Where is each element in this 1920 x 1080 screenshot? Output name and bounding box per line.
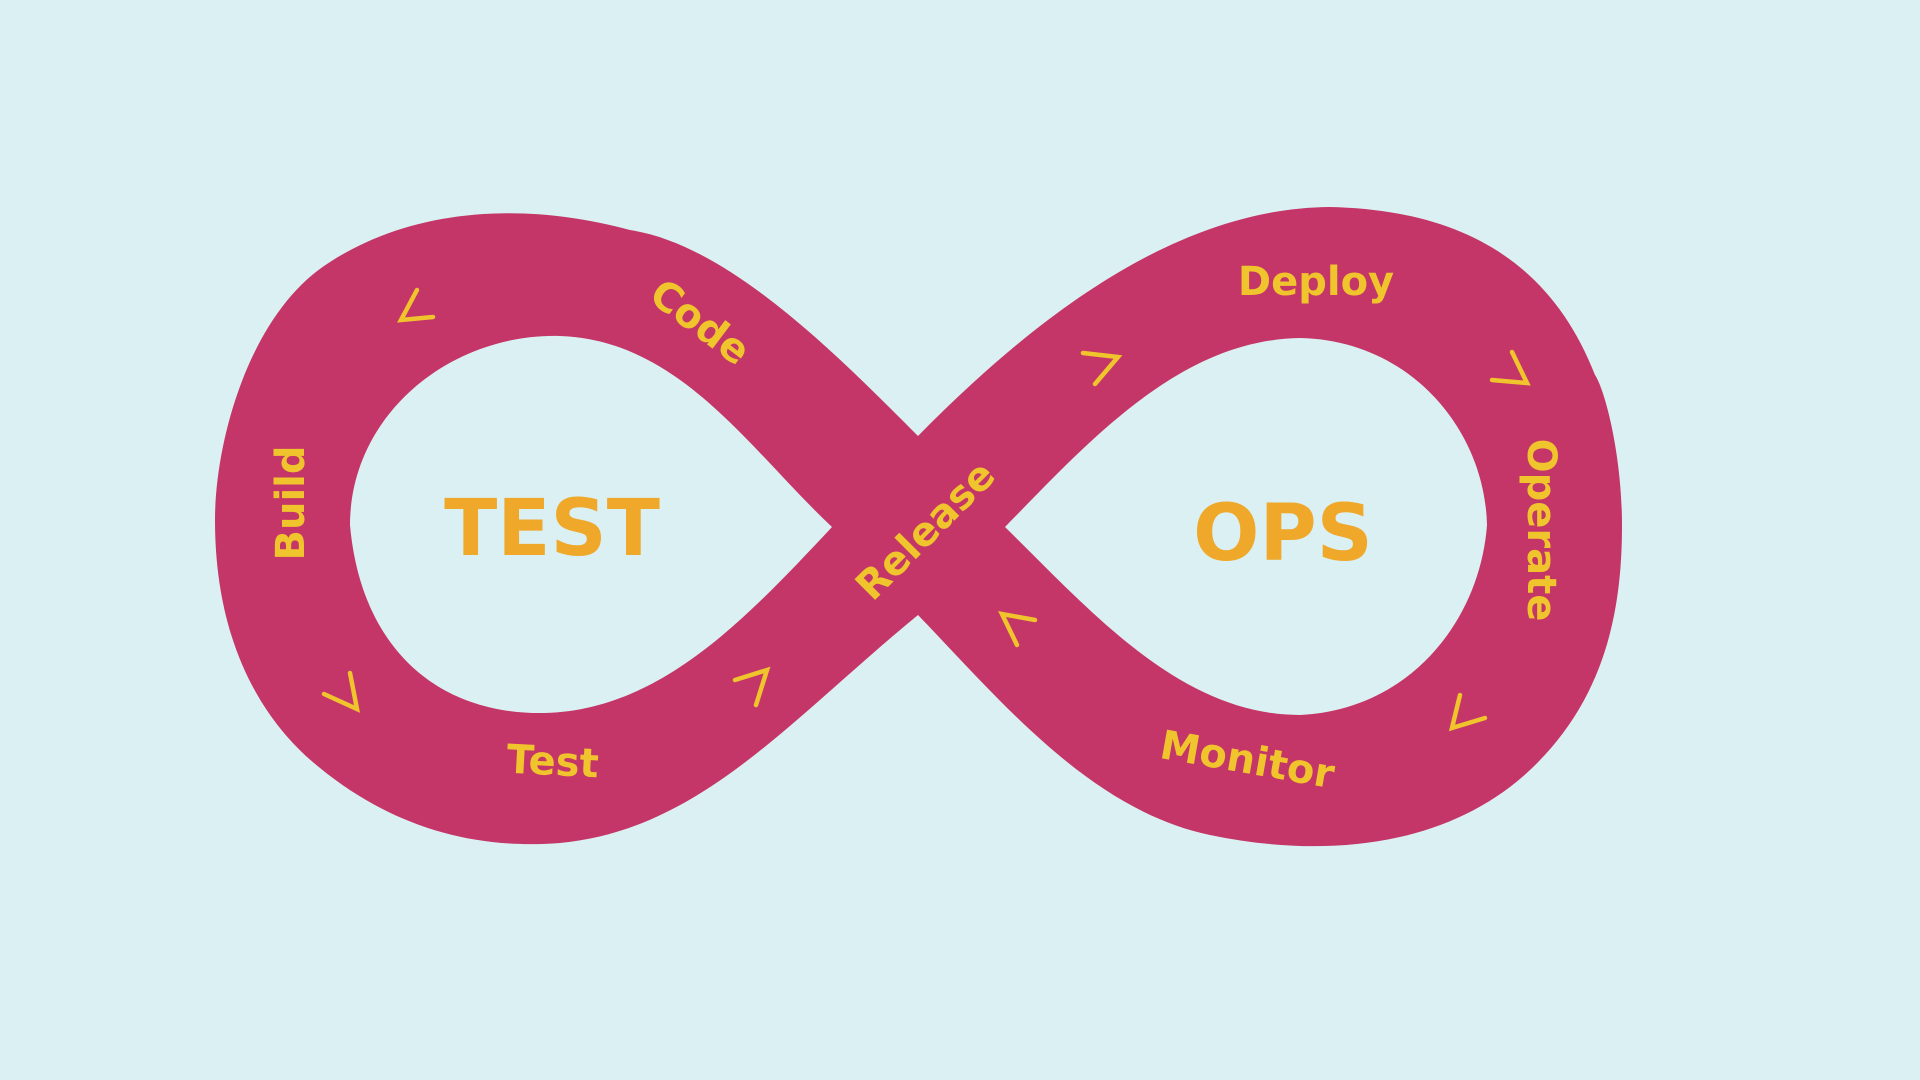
center-label-test: TEST: [444, 484, 660, 574]
stage-label-test: Test: [506, 737, 600, 788]
chevron-arrow-icon: [1448, 692, 1488, 732]
chevron-arrow-icon: [1080, 350, 1123, 387]
direction-arrows: [321, 287, 1531, 732]
chevron-arrow-icon: [1489, 349, 1531, 386]
stage-label-deploy: Deploy: [1238, 259, 1394, 305]
stage-label-operate: Operate: [1518, 439, 1564, 622]
chevron-arrow-icon: [321, 670, 361, 713]
chevron-arrow-icon: [732, 666, 771, 708]
infinity-band: [215, 207, 1622, 847]
chevron-arrow-icon: [998, 610, 1038, 648]
stage-label-build: Build: [268, 445, 314, 560]
chevron-arrow-icon: [397, 287, 436, 323]
center-label-ops: OPS: [1193, 489, 1373, 579]
